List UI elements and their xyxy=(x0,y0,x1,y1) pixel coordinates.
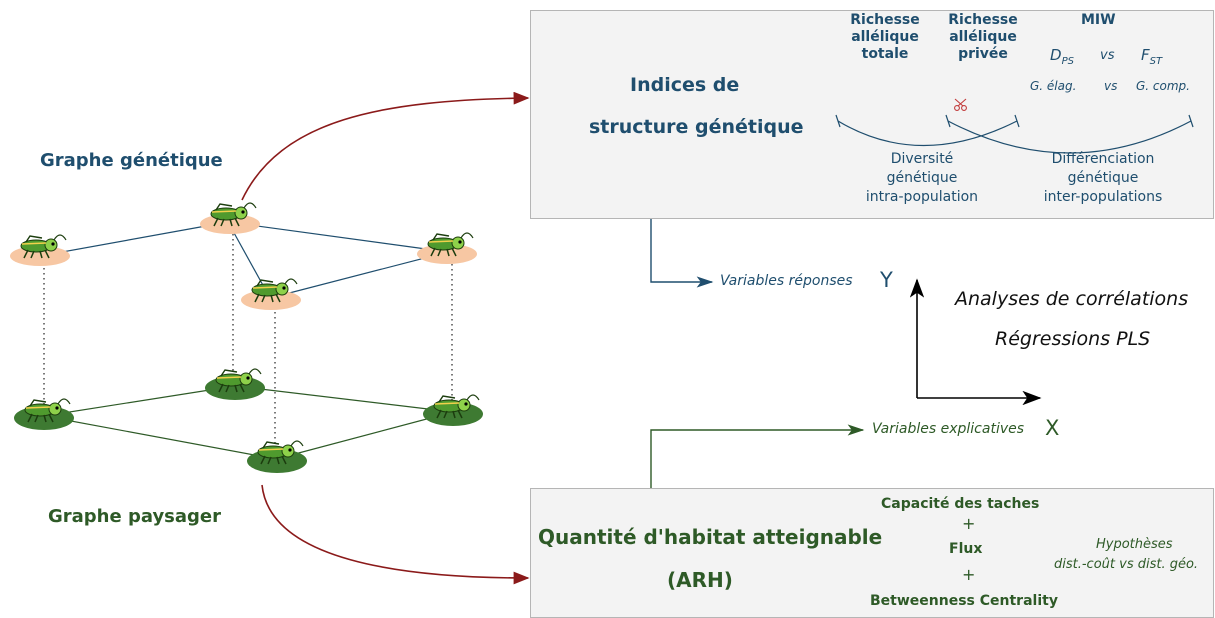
col1-line3: totale xyxy=(861,46,909,62)
indices-title-line2: structure génétique xyxy=(589,116,804,138)
diversity-line1: Diversité xyxy=(890,151,954,167)
arrow-landscape-to-arh xyxy=(261,484,530,585)
diversity-arc xyxy=(835,114,1020,147)
fst-letter: F xyxy=(1141,46,1150,64)
scissors-icon xyxy=(954,98,967,111)
plus-sign-1: + xyxy=(962,514,976,533)
correlation-analyses-label: Analyses de corrélations xyxy=(955,288,1189,310)
arh-title-line1: Quantité d'habitat atteignable xyxy=(538,525,883,549)
hypotheses-line2: dist.-coût vs dist. géo. xyxy=(1054,557,1199,572)
vs-label-2: vs xyxy=(1104,79,1118,93)
differentiation-label: Différenciation génétique inter-populati… xyxy=(1028,150,1178,207)
differentiation-arc xyxy=(945,114,1194,154)
explanatory-connector xyxy=(650,424,865,488)
col1-line2: allélique xyxy=(851,29,919,45)
dps-label: DPS xyxy=(1050,46,1074,67)
diversity-line3: intra-population xyxy=(865,189,979,205)
y-letter: Y xyxy=(880,268,893,292)
g-elag-label: G. élag. xyxy=(1030,79,1077,93)
total-allelic-richness: Richesse allélique totale xyxy=(840,12,930,63)
dps-letter: D xyxy=(1050,46,1062,64)
differentiation-line2: génétique xyxy=(1067,170,1139,186)
private-allelic-richness: Richesse allélique privée xyxy=(938,12,1028,63)
fst-subscript: ST xyxy=(1149,56,1163,67)
plus-sign-2: + xyxy=(962,565,976,584)
response-variables-label: Variables réponses xyxy=(720,273,853,289)
explanatory-variables-label: Variables explicatives xyxy=(872,421,1025,437)
betweenness-centrality-label: Betweenness Centrality xyxy=(870,593,1058,609)
diversity-line2: génétique xyxy=(886,170,958,186)
landscape-graph-nodes xyxy=(14,368,483,473)
landscape-graph-title: Graphe paysager xyxy=(48,506,222,527)
g-comp-label: G. comp. xyxy=(1136,79,1190,93)
arh-title-line2: (ARH) xyxy=(667,568,733,592)
indices-title-line1: Indices de xyxy=(630,74,740,96)
genetic-graph-edges xyxy=(39,221,449,299)
flux-label: Flux xyxy=(949,541,983,557)
col1-line1: Richesse xyxy=(850,12,920,28)
patch-capacity-label: Capacité des taches xyxy=(881,496,1040,512)
genetic-graph-title: Graphe génétique xyxy=(40,150,223,171)
fst-label: FST xyxy=(1141,46,1162,67)
col2-line1: Richesse xyxy=(948,12,1018,28)
genetic-graph-nodes xyxy=(10,202,477,310)
vs-label-1: vs xyxy=(1100,48,1115,63)
genetic-indices-box xyxy=(530,10,1214,219)
arh-box xyxy=(530,488,1214,618)
landscape-graph-edges xyxy=(43,385,454,460)
diversity-label: Diversité génétique intra-population xyxy=(852,150,992,207)
analysis-axes xyxy=(909,278,1042,406)
arrow-genetic-to-indices xyxy=(241,91,530,201)
col2-line2: allélique xyxy=(949,29,1017,45)
hypotheses-line1: Hypothèses xyxy=(1096,537,1173,552)
miw-title: MIW xyxy=(1081,12,1116,28)
x-letter: X xyxy=(1045,416,1060,440)
response-connector xyxy=(650,219,714,288)
col2-line3: privée xyxy=(958,46,1008,62)
pls-regressions-label: Régressions PLS xyxy=(995,328,1151,350)
dps-subscript: PS xyxy=(1061,56,1074,67)
differentiation-line3: inter-populations xyxy=(1043,189,1163,205)
vertical-dotted-links xyxy=(43,234,453,446)
differentiation-line1: Différenciation xyxy=(1051,151,1155,167)
